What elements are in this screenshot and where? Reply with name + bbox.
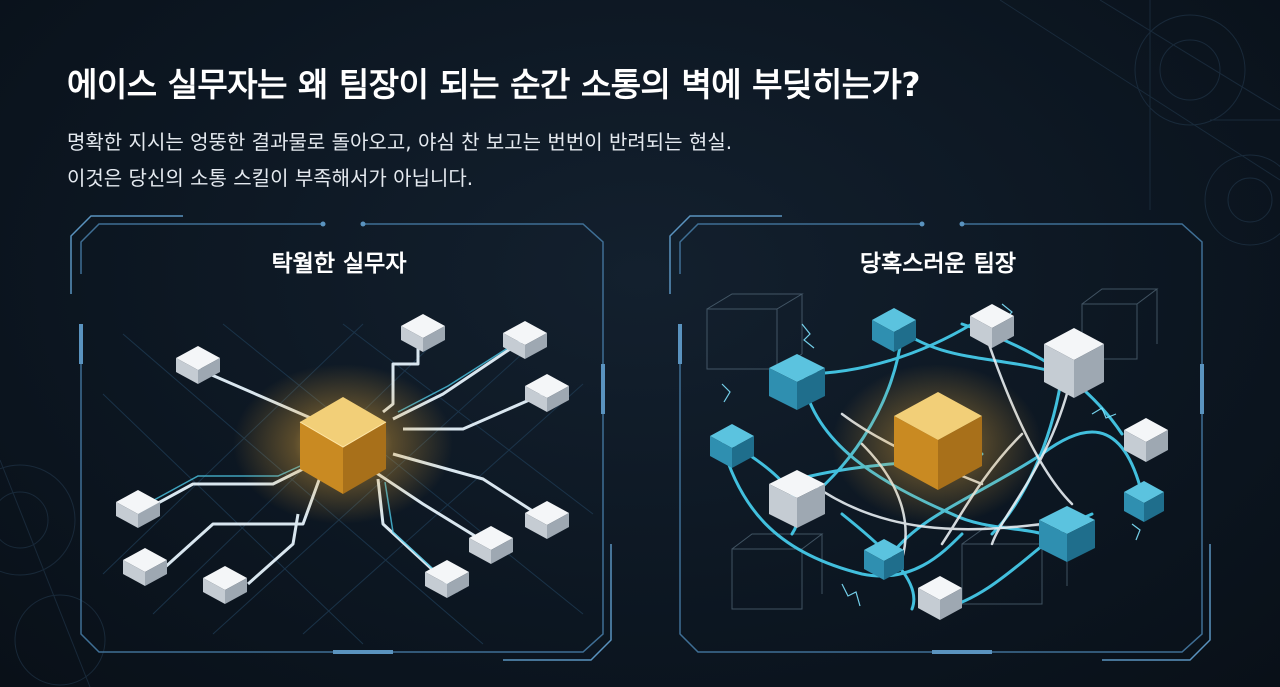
peripheral-blue-cubes — [710, 308, 1164, 580]
panel-frame — [669, 215, 1211, 661]
page-title: 에이스 실무자는 왜 팀장이 되는 순간 소통의 벽에 부딪히는가? — [67, 65, 921, 104]
panel-excellent-practitioner: 탁월한 실무자 — [63, 214, 615, 662]
subtitle-line-1: 명확한 지시는 엉뚱한 결과물로 돌아오고, 야심 찬 보고는 번번이 반려되는… — [67, 130, 733, 154]
central-gold-cube — [299, 397, 387, 494]
subtitle-line-2: 이것은 당신의 소통 스킬이 부족해서가 아닙니다. — [67, 166, 474, 190]
centralized-network-illustration — [102, 314, 594, 645]
page-subtitle: 명확한 지시는 엉뚱한 결과물로 돌아오고, 야심 찬 보고는 번번이 반려되는… — [67, 124, 732, 196]
peripheral-white-cubes — [769, 304, 1168, 620]
peripheral-white-cubes — [116, 314, 569, 604]
panel-label-left: 탁월한 실무자 — [271, 251, 407, 277]
central-gold-cube — [894, 392, 982, 490]
panel-frame — [70, 215, 612, 661]
panel-label-right: 당혹스러운 팀장 — [859, 251, 1017, 277]
panel-confused-team-leader: 당혹스러운 팀장 — [662, 214, 1214, 662]
chaotic-network-illustration — [706, 288, 1168, 620]
